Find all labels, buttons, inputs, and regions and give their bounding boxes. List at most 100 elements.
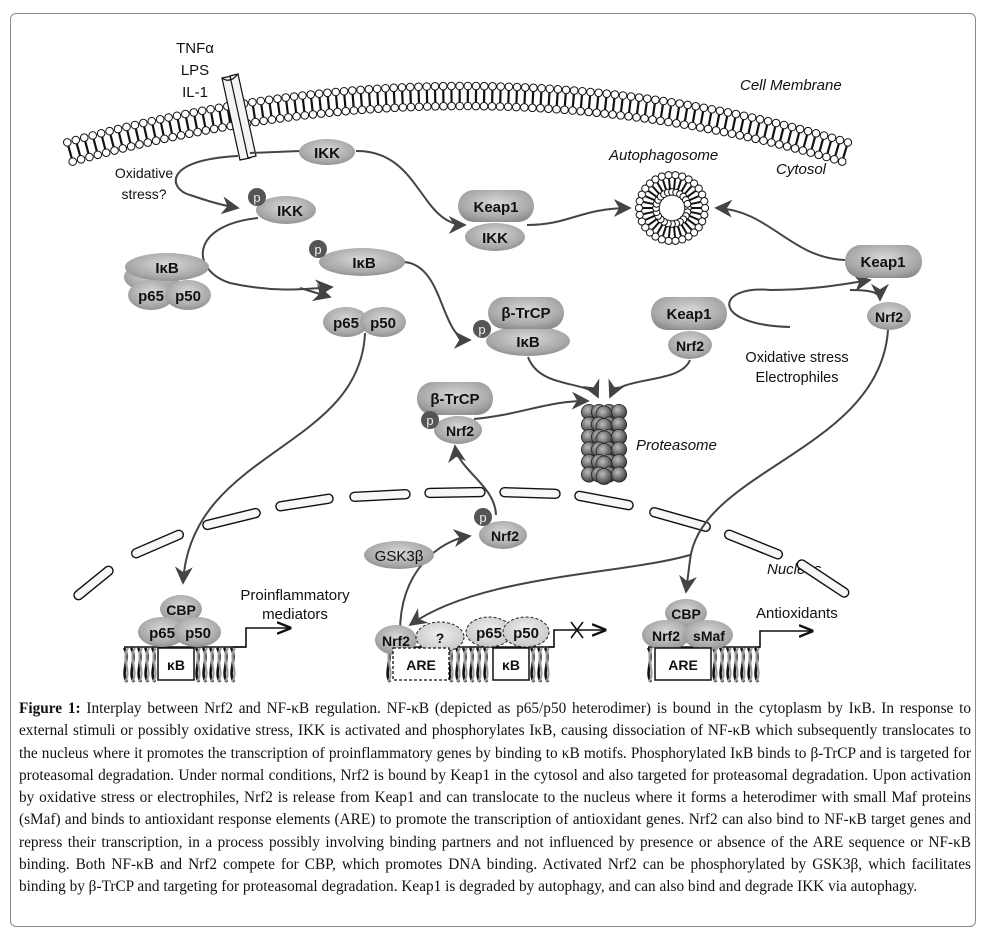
ikk-molecule: IKK (299, 139, 355, 165)
svg-text:p50: p50 (185, 625, 211, 642)
repression-x-icon (570, 621, 584, 639)
arrow-keap1ikk-to-autophagosome (526, 199, 632, 226)
arrow-release-to-nrf2 (849, 283, 889, 302)
keap1-ikk-complex: IKK Keap1 (458, 190, 534, 251)
kb-site-label-2: κB (502, 657, 520, 673)
repressed-gene-complex: Nrf2 ? p65 p50 ARE κB (375, 616, 550, 681)
arrow-pikk-to-p65p50 (299, 283, 332, 301)
svg-text:GSK3β: GSK3β (375, 548, 424, 565)
caption-label: Figure 1: (19, 700, 81, 717)
svg-text:Nrf2: Nrf2 (491, 528, 519, 544)
svg-text:p: p (479, 510, 486, 525)
stimulus-tnfa: TNFα (176, 40, 214, 57)
svg-text:p50: p50 (175, 288, 201, 305)
nfkb-p65-p50-dimer: p65 p50 (323, 307, 406, 337)
svg-text:p: p (478, 322, 485, 337)
svg-text:Nrf2: Nrf2 (676, 338, 704, 354)
figure-caption: Figure 1: Interplay between Nrf2 and NF-… (19, 698, 971, 899)
svg-text:Nrf2: Nrf2 (382, 633, 410, 649)
ikb-nfkb-complex: IκB p65 p50 (124, 253, 211, 310)
svg-text:Nrf2: Nrf2 (652, 628, 680, 644)
arrow-keap1nrf2-to-proteasome (608, 359, 691, 399)
figure-frame (10, 13, 976, 927)
svg-text:IκB: IκB (155, 260, 179, 277)
svg-text:Nrf2: Nrf2 (875, 309, 903, 325)
arrow-ikb-to-btrcp (403, 261, 472, 349)
kb-site-label: κB (167, 657, 185, 673)
svg-text:p65: p65 (333, 315, 359, 332)
arrow-receptor-to-pikk (174, 155, 240, 215)
oxidative-stress-question-label-2: stress? (121, 186, 166, 202)
svg-text:?: ? (436, 630, 445, 646)
phospho-ikk-molecule: IKK p (248, 188, 316, 224)
oxidative-stress-label: Oxidative stress (745, 350, 848, 366)
svg-text:p65: p65 (138, 288, 164, 305)
svg-text:sMaf: sMaf (693, 628, 725, 644)
proinflammatory-label-2: mediators (262, 606, 328, 623)
svg-text:Nrf2: Nrf2 (446, 423, 474, 439)
btrcp-ikb-complex: IκB β-TrCP p (473, 297, 570, 356)
are-site-label: ARE (406, 657, 436, 673)
svg-text:IKK: IKK (314, 145, 340, 162)
receptor-icon (221, 73, 257, 161)
arrow-ikk-to-keap1ikk (355, 149, 467, 234)
svg-text:β-TrCP: β-TrCP (430, 391, 479, 408)
svg-text:p: p (253, 190, 260, 205)
svg-text:IκB: IκB (352, 255, 376, 272)
btrcp-nrf2-complex: β-TrCP Nrf2 p (417, 382, 493, 444)
svg-text:p: p (426, 413, 433, 428)
arrow-btrcpikb-to-proteasome (527, 356, 600, 399)
arrow-keap1-release-to-keap1 (728, 273, 872, 328)
arrow-pnrf2-to-btrcpnrf2 (448, 444, 497, 516)
pathway-diagram: TNFα LPS IL-1 Cell Membrane Cytosol Auto… (0, 0, 922, 683)
free-nrf2-molecule: Nrf2 (867, 302, 911, 330)
autophagosome-label: Autophagosome (608, 147, 718, 164)
svg-text:IκB: IκB (516, 334, 540, 351)
svg-text:IKK: IKK (482, 230, 508, 247)
oxidative-stress-question-label-1: Oxidative (115, 165, 174, 181)
electrophiles-label: Electrophiles (755, 370, 838, 386)
are-gene-complex: CBP Nrf2 sMaf ARE (642, 599, 733, 681)
svg-text:p: p (314, 242, 321, 257)
arrow-receptor-to-ikk (249, 150, 301, 154)
phospho-ikb-molecule: IκB p (309, 240, 405, 276)
nuclear-envelope (73, 486, 850, 601)
arrow-nrf2-to-kb-gene-repression (408, 554, 691, 627)
arrow-p65p50-to-nucleus (174, 332, 366, 585)
stimulus-lps: LPS (181, 62, 209, 79)
cytosol-label: Cytosol (776, 161, 827, 178)
svg-text:CBP: CBP (166, 602, 196, 618)
svg-text:p50: p50 (370, 315, 396, 332)
arrow-btrcpnrf2-to-proteasome (473, 391, 590, 420)
phospho-nrf2-molecule: Nrf2 p (474, 508, 527, 549)
caption-text: Interplay between Nrf2 and NF-κB regulat… (19, 700, 971, 896)
transcription-arrow-proinflammatory (233, 628, 290, 648)
cell-membrane-label: Cell Membrane (740, 77, 842, 94)
gsk3b-molecule: GSK3β (364, 541, 434, 569)
autophagosome-icon (634, 171, 710, 245)
svg-text:IKK: IKK (277, 203, 303, 220)
proteasome-icon (581, 403, 628, 485)
are-site-label-2: ARE (668, 657, 698, 673)
dna-helices (122, 646, 760, 683)
antioxidants-label: Antioxidants (756, 605, 838, 622)
nfkb-gene-complex: CBP p65 p50 κB (138, 595, 221, 681)
svg-text:p50: p50 (513, 625, 539, 642)
svg-text:p65: p65 (476, 625, 502, 642)
transcription-arrow-repressed (549, 630, 605, 648)
transcription-arrow-antioxidants (757, 631, 812, 648)
free-keap1-molecule: Keap1 (845, 245, 922, 278)
arrow-nrf2-to-nucleus-are (679, 329, 889, 594)
keap1-nrf2-complex: Keap1 Nrf2 (651, 297, 727, 359)
svg-text:CBP: CBP (671, 606, 701, 622)
proinflammatory-label-1: Proinflammatory (240, 587, 350, 604)
stimulus-il1: IL-1 (182, 84, 208, 101)
proteasome-label: Proteasome (636, 437, 717, 454)
svg-text:Keap1: Keap1 (860, 254, 905, 271)
arrow-pikk-to-ikb (201, 217, 334, 298)
svg-text:Keap1: Keap1 (666, 306, 711, 323)
arrow-keap1-to-autophagosome (714, 199, 846, 261)
svg-text:β-TrCP: β-TrCP (501, 305, 550, 322)
svg-text:p65: p65 (149, 625, 175, 642)
svg-text:Keap1: Keap1 (473, 199, 518, 216)
